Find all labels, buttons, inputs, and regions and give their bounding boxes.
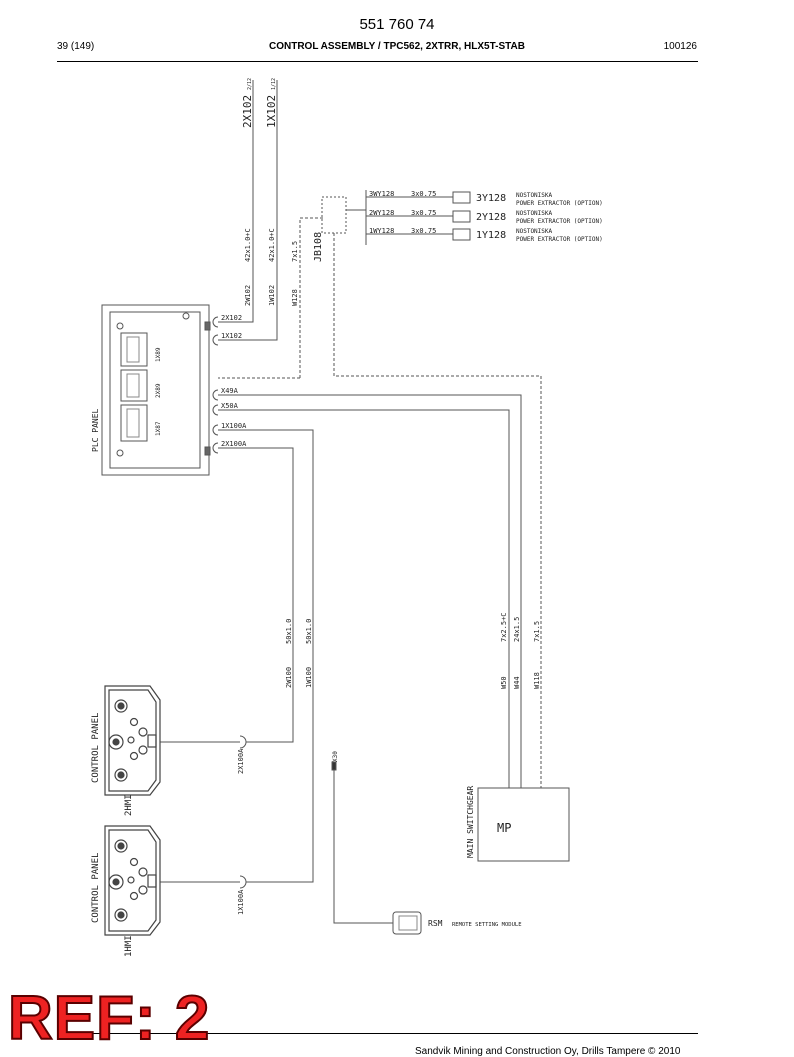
plc-panel-box <box>101 304 210 476</box>
wire-2w102: 2W102 <box>244 285 252 306</box>
x30-label: X30 <box>332 751 339 762</box>
control-panel-bot-label: CONTROL PANEL <box>91 853 101 923</box>
footer-rule <box>57 1033 698 1034</box>
document-code: 100126 <box>663 41 697 52</box>
plug-2x100a-icon <box>239 735 247 749</box>
ext-row-1-name: NOSTONISKA <box>516 192 553 199</box>
hmi-2-label: 2HMI <box>124 794 134 816</box>
cable-1x102-label: 1X102 <box>265 95 278 128</box>
module-2x89-box <box>120 369 148 402</box>
main-switchgear-box <box>477 787 570 862</box>
spec-1w100: 50x1.0 <box>305 619 313 644</box>
wire-2w100: 2W100 <box>285 667 293 688</box>
plc-screw-icon <box>116 322 124 330</box>
spec-w44: 24x1.5 <box>513 617 521 642</box>
conn-x49a-label: X49A <box>221 387 239 395</box>
plc-screw-icon <box>116 449 124 457</box>
spec-2w102: 42x1.0+C <box>244 228 252 262</box>
spec-1w102: 42x1.0+C <box>268 228 276 262</box>
ext-row-2-spec: 3x0.75 <box>411 209 436 217</box>
ext-row-1-desc: POWER EXTRACTOR (OPTION) <box>516 200 603 207</box>
control-panel-top-label: CONTROL PANEL <box>91 713 101 783</box>
spec-2w100: 50x1.0 <box>285 619 293 644</box>
page-indicator: 39 (149) <box>57 41 95 52</box>
plc-panel-label: PLC PANEL <box>91 408 100 452</box>
hmi-1-label: 1HMI <box>124 935 134 957</box>
module-2x89-label: 2X89 <box>155 383 162 398</box>
cable-2x102-sub: 2/12 <box>247 78 253 90</box>
ext-row-2-name: NOSTONISKA <box>516 210 553 217</box>
module-1x89-box <box>120 332 148 367</box>
cable-1x102-sub: 1/12 <box>271 78 277 90</box>
plc-screw-icon <box>182 312 190 320</box>
ext-row-2-tag: 2Y128 <box>476 212 506 223</box>
spec-w128: 7x1.5 <box>291 241 299 262</box>
document-number: 551 760 74 <box>359 16 435 33</box>
ext-row-3-wire: 1WY128 <box>369 227 394 235</box>
ext-row-3-desc: POWER EXTRACTOR (OPTION) <box>516 236 603 243</box>
ext-row-3-tag: 1Y128 <box>476 230 506 241</box>
wire-w118: W118 <box>533 672 541 689</box>
ext-row-3-spec: 3x0.75 <box>411 227 436 235</box>
wire-w44: W44 <box>513 676 521 689</box>
control-panel-2hmi <box>104 685 161 796</box>
ext-row-1-spec: 3x0.75 <box>411 190 436 198</box>
module-1x87-box <box>120 404 148 442</box>
plug-1x100a-label: 1X100A <box>237 889 245 915</box>
rsm-label: RSM <box>428 919 443 928</box>
ext-row-2-desc: POWER EXTRACTOR (OPTION) <box>516 218 603 225</box>
conn-1x100a-label: 1X100A <box>221 422 247 430</box>
module-1x87-label: 1X87 <box>155 421 162 436</box>
jb108-box <box>321 196 347 234</box>
conn-2x102-label: 2X102 <box>221 314 242 322</box>
wire-1w100: 1W100 <box>305 667 313 688</box>
wire-w50: W50 <box>500 676 508 689</box>
rsm-box <box>392 911 422 935</box>
rsm-desc: REMOTE SETTING MODULE <box>452 922 522 928</box>
main-switchgear-label: MAIN SWITCHGEAR <box>466 786 475 858</box>
ext-row-1-wire: 3WY128 <box>369 190 394 198</box>
cable-2x102-label: 2X102 <box>241 95 254 128</box>
plc-panel-inner <box>109 311 201 469</box>
page-title: CONTROL ASSEMBLY / TPC562, 2XTRR, HLX5T-… <box>269 41 525 52</box>
header-rule <box>57 61 698 62</box>
footer-copyright: Sandvik Mining and Construction Oy, Dril… <box>415 1046 681 1057</box>
ext-row-2-wire: 2WY128 <box>369 209 394 217</box>
mp-label: MP <box>497 821 511 835</box>
wire-1w102: 1W102 <box>268 285 276 306</box>
plug-2x100a-label: 2X100A <box>237 748 245 774</box>
conn-1x102-label: 1X102 <box>221 332 242 340</box>
jb108-label: JB108 <box>313 232 324 262</box>
spec-w50: 7x2.5+C <box>500 612 508 642</box>
control-panel-1hmi <box>104 825 161 936</box>
ref-watermark: REF: 2 <box>7 984 211 1053</box>
plug-1x100a-icon <box>239 875 247 889</box>
ext-row-1-tag: 3Y128 <box>476 193 506 204</box>
ext-row-3-name: NOSTONISKA <box>516 228 553 235</box>
conn-2x100a-label: 2X100A <box>221 440 247 448</box>
conn-x50a-label: X50A <box>221 402 239 410</box>
spec-w118: 7x1.5 <box>533 621 541 642</box>
module-1x89-label: 1X89 <box>155 347 162 362</box>
wire-w128: W128 <box>291 289 299 306</box>
